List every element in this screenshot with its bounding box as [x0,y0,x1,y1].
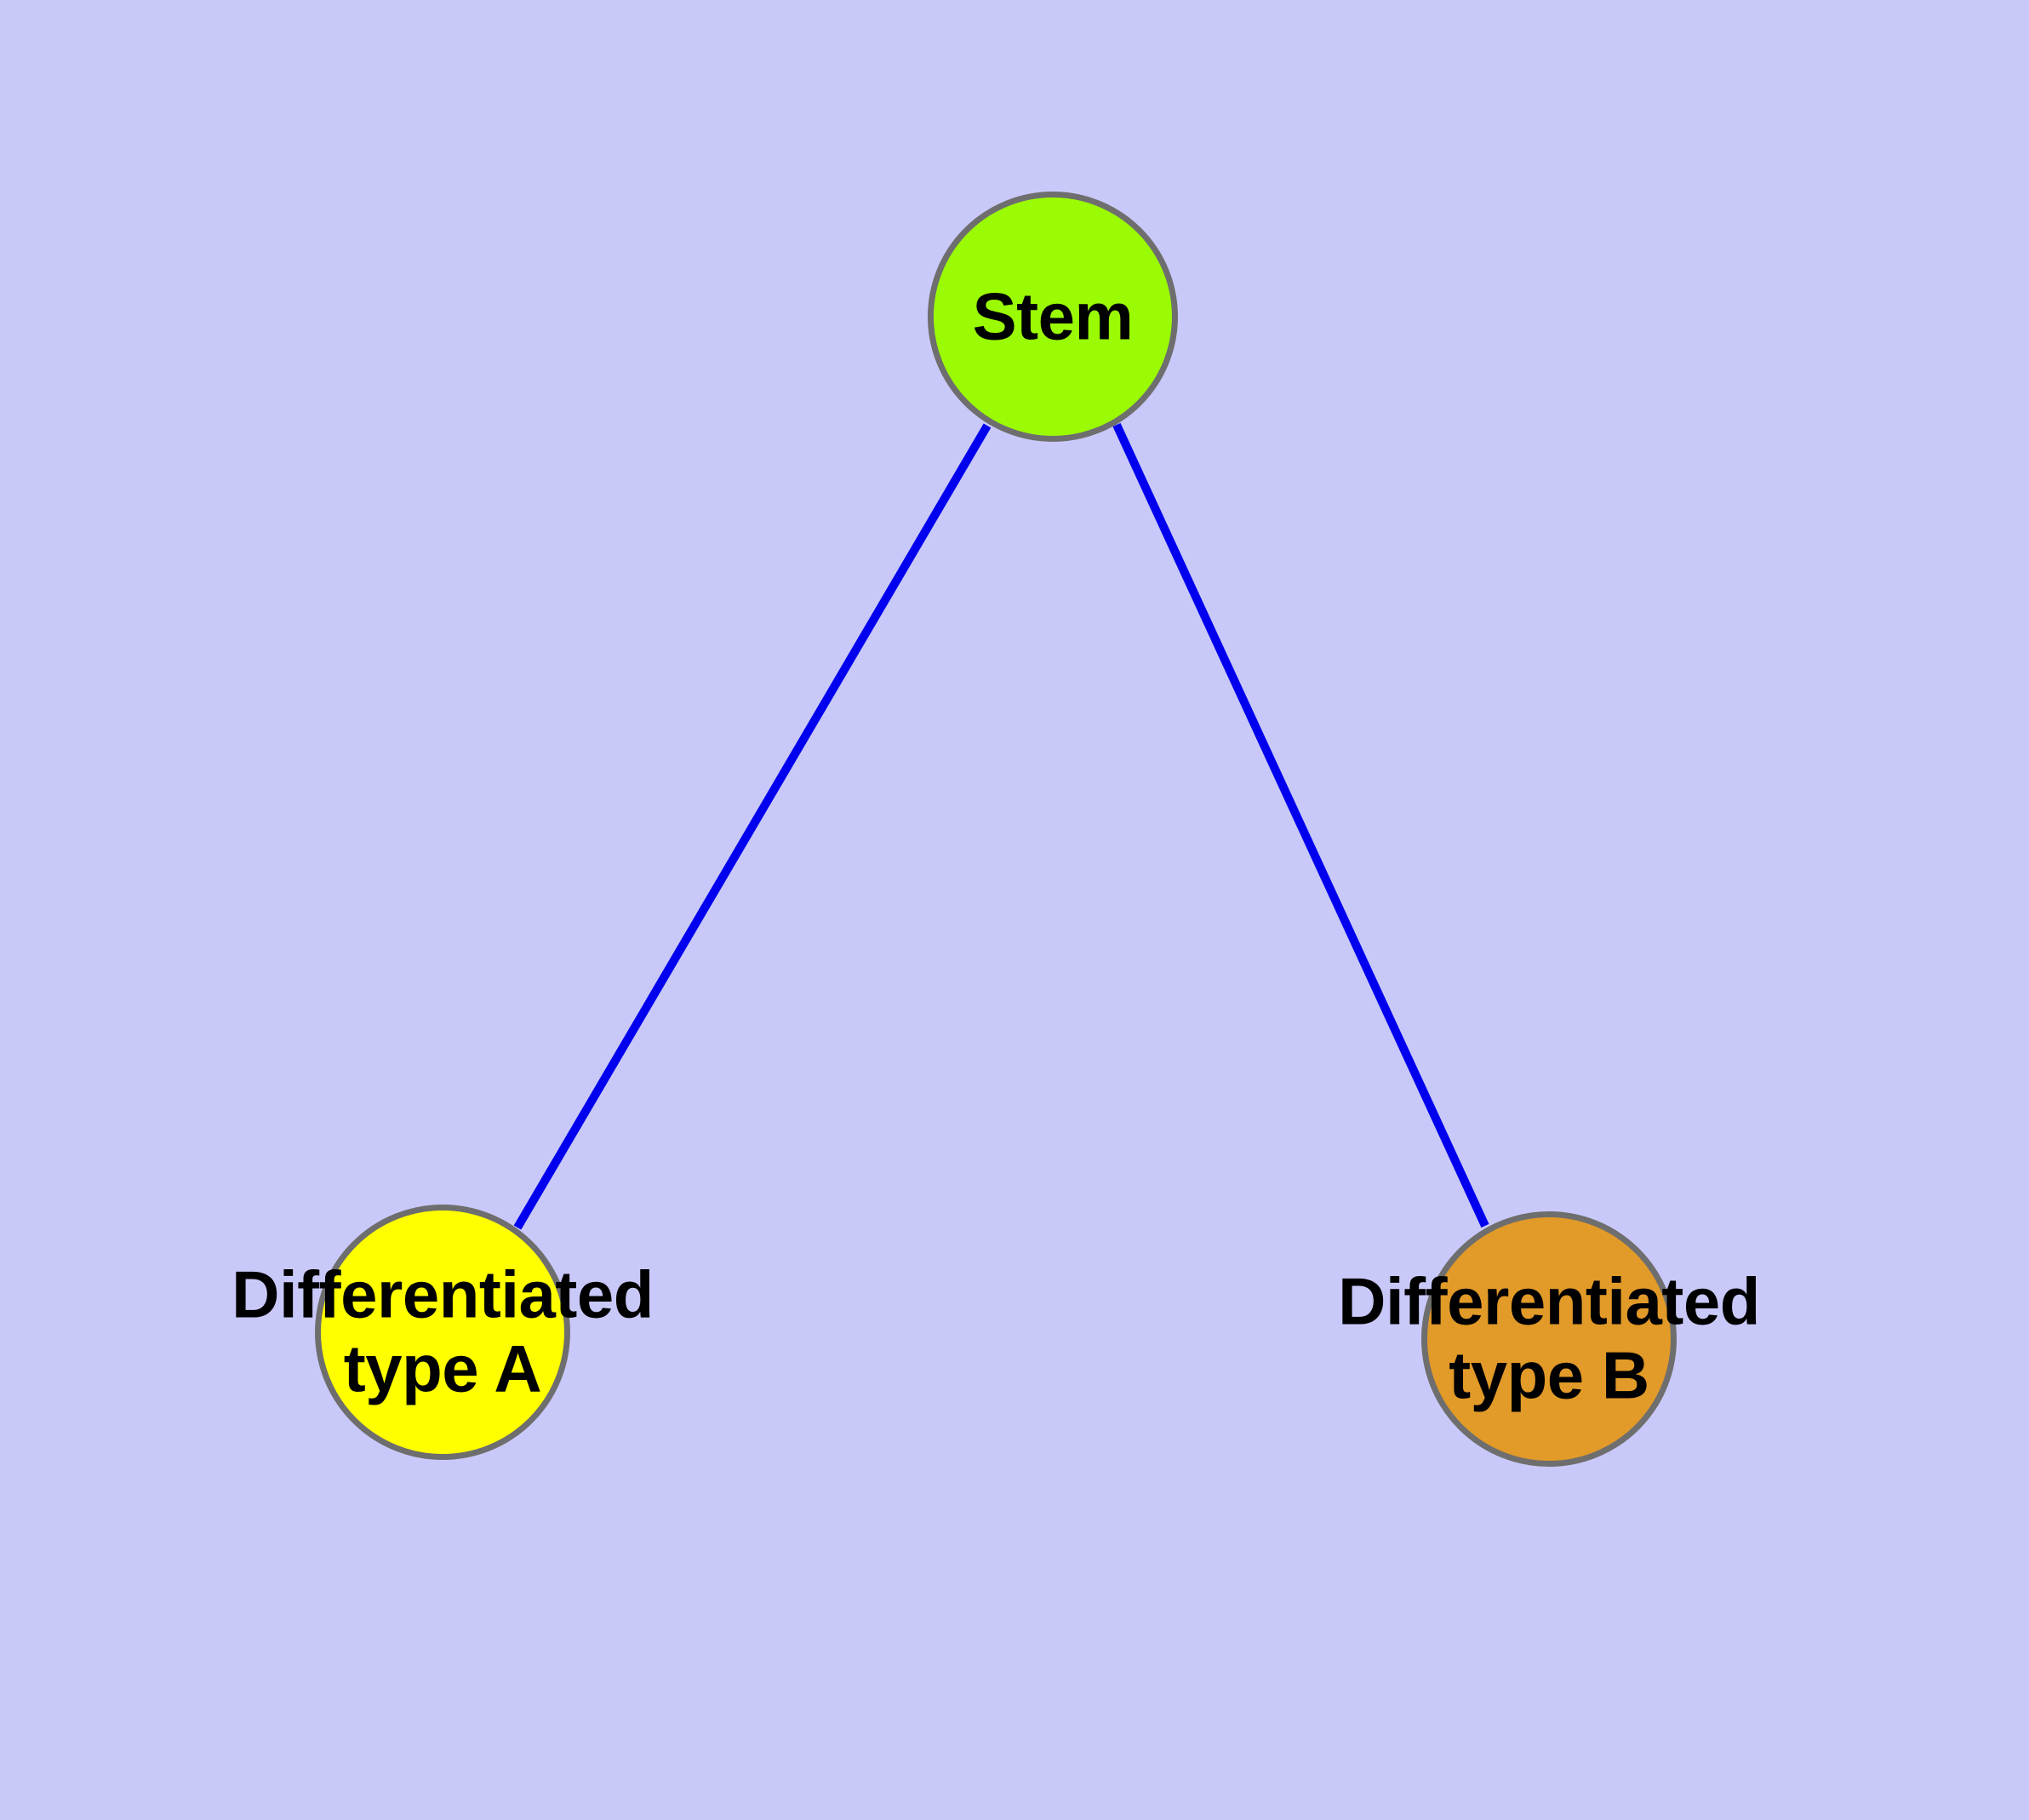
edge-stem-to-diff-a [513,423,992,1230]
node-differentiated-type-b[interactable] [1421,1211,1677,1467]
edge-stem-to-diff-b [1112,422,1489,1228]
node-differentiated-type-a[interactable] [315,1205,570,1460]
node-stem[interactable] [928,192,1178,442]
